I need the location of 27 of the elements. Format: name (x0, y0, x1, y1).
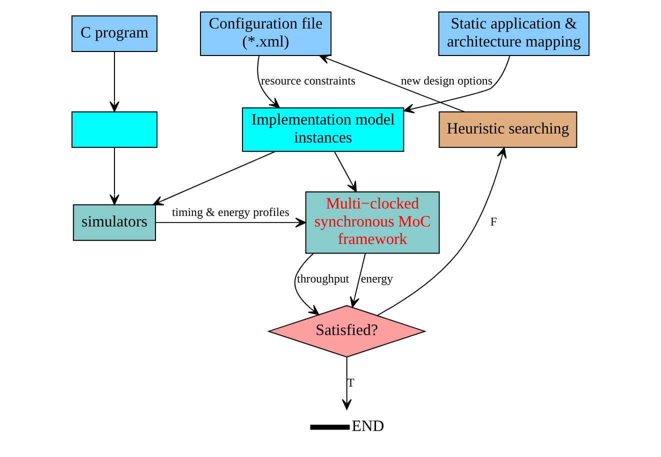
arrow (403, 55, 510, 114)
arrow (294, 252, 320, 316)
node-box (71, 111, 158, 148)
edge-label: new design options (400, 74, 492, 88)
node-box: simulators (72, 204, 156, 241)
edge-label: energy (360, 271, 393, 286)
node-box: Configuration file (*.xml) (200, 11, 332, 56)
node-box: Multi−clocked synchronous MoC framework (305, 191, 440, 254)
arrow (350, 252, 366, 308)
arrow (110, 147, 120, 206)
node-label: END (352, 418, 384, 435)
node-bar (310, 424, 350, 430)
arrow (110, 51, 120, 112)
arrow (319, 54, 465, 112)
arrow (155, 218, 306, 228)
arrow (152, 151, 276, 206)
arrow (376, 147, 507, 316)
edge-label: F (490, 214, 497, 229)
node-box: C program (71, 15, 158, 52)
node-box: Implementation model instances (242, 107, 404, 152)
arrow (334, 151, 357, 192)
edge-label: timing & energy profiles (172, 205, 290, 220)
edge-label: throughput (297, 271, 350, 286)
arrow (257, 55, 280, 108)
node-box: Heuristic searching (438, 111, 578, 148)
node-box: Static application & architecture mapping (438, 11, 590, 56)
edge-label: resource constraints (260, 74, 356, 88)
